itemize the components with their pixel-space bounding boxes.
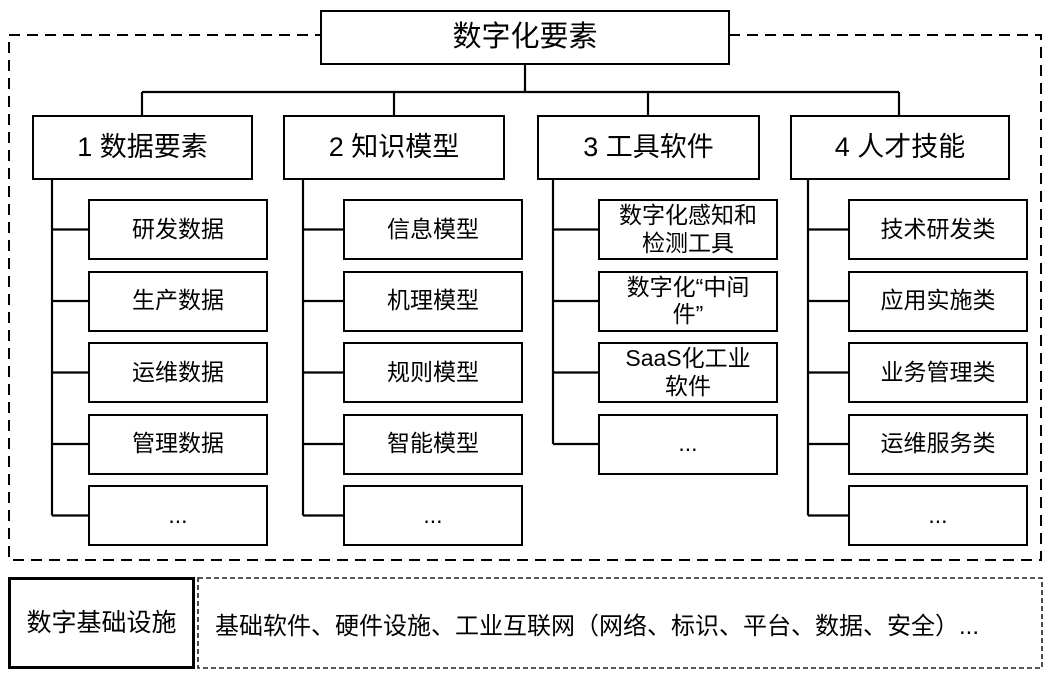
category-children-knowledge-models: 信息模型机理模型规则模型智能模型... [343, 199, 523, 557]
tree-node: 信息模型 [343, 199, 523, 260]
tree-node: 生产数据 [88, 270, 268, 332]
column2-branch-lines [301, 179, 343, 517]
tree-node: 管理数据 [88, 413, 268, 475]
column3-branch-lines [551, 179, 598, 446]
root-node: 数字化要素 [320, 10, 730, 65]
column4-branch-lines [806, 179, 848, 517]
tree-node: 智能模型 [343, 413, 523, 475]
tree-node: 研发数据 [88, 199, 268, 260]
tree-node: 规则模型 [343, 342, 523, 403]
category-node-tool-software: 3 工具软件 [537, 115, 760, 180]
elements-dashed-border [8, 34, 1042, 561]
category-children-talent-skills: 技术研发类应用实施类业务管理类运维服务类... [848, 199, 1028, 557]
infrastructure-label-box: 数字基础设施 [8, 577, 195, 669]
tree-node: ... [343, 485, 523, 546]
tree-node: 运维服务类 [848, 413, 1028, 475]
infrastructure-dashed-border [197, 577, 1043, 669]
tree-node: 运维数据 [88, 342, 268, 403]
root-branch-lines [140, 63, 901, 116]
tree-node: ... [88, 485, 268, 546]
category-node-knowledge-models: 2 知识模型 [283, 115, 505, 180]
tree-node: ... [848, 485, 1028, 546]
column1-branch-lines [50, 179, 88, 517]
category-node-data-elements: 1 数据要素 [32, 115, 253, 180]
category-children-tool-software: 数字化感知和 检测工具数字化“中间 件” SaaS化工业 软件... [598, 199, 778, 485]
category-node-talent-skills: 4 人才技能 [790, 115, 1010, 180]
tree-node: 数字化“中间 件” [598, 270, 778, 332]
tree-node: 技术研发类 [848, 199, 1028, 260]
tree-node: 业务管理类 [848, 342, 1028, 403]
tree-node: ... [598, 413, 778, 475]
tree-node: 机理模型 [343, 270, 523, 332]
tree-node: SaaS化工业 软件 [598, 342, 778, 403]
category-children-data-elements: 研发数据生产数据运维数据管理数据... [88, 199, 268, 557]
tree-node: 应用实施类 [848, 270, 1028, 332]
infrastructure-description: 基础软件、硬件设施、工业互联网（网络、标识、平台、数据、安全）... [215, 612, 980, 640]
tree-node: 数字化感知和 检测工具 [598, 199, 778, 260]
